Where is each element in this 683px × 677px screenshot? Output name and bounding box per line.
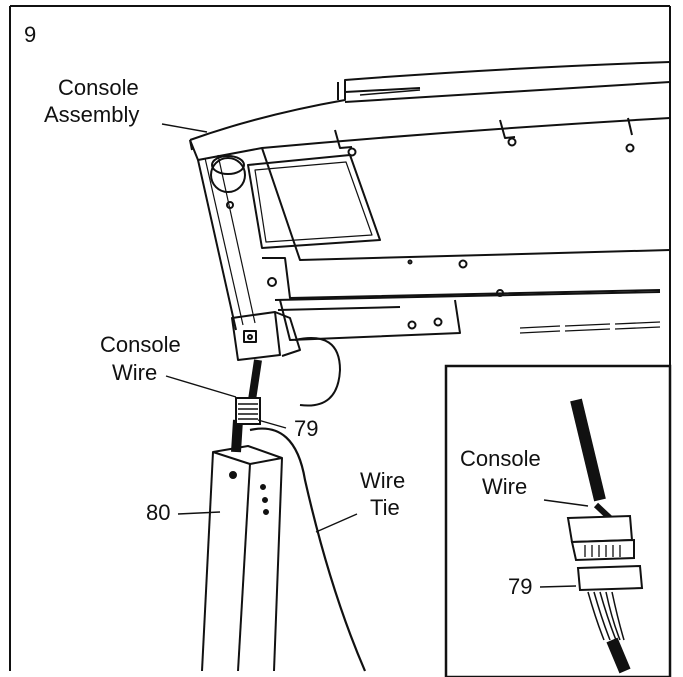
upright-part-80: [201, 445, 283, 672]
label-console-assembly-line1: Console: [58, 75, 139, 100]
wire-tie: [249, 427, 367, 672]
inset-label-part-79: 79: [508, 574, 532, 599]
label-part-79: 79: [294, 416, 318, 441]
inset-label-console-wire-line1: Console: [460, 446, 541, 471]
label-console-wire-line2: Wire: [112, 360, 157, 385]
label-console-wire-line1: Console: [100, 332, 181, 357]
leader-lines: [161, 123, 358, 533]
label-part-80: 80: [146, 500, 170, 525]
console-wire-main: [231, 359, 262, 453]
step-number: 9: [24, 22, 36, 47]
inset-detail: Console Wire 79: [444, 364, 672, 677]
label-wire-tie-line2: Tie: [370, 495, 400, 520]
console-assembly: [189, 61, 671, 407]
label-console-assembly-line2: Assembly: [44, 102, 139, 127]
label-wire-tie-line1: Wire: [360, 468, 405, 493]
inset-label-console-wire-line2: Wire: [482, 474, 527, 499]
